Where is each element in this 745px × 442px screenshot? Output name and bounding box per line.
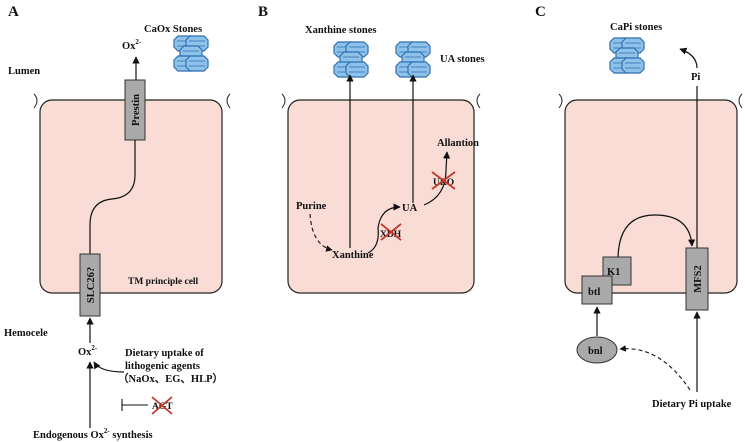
capi-stones-label: CaPi stones (610, 22, 662, 33)
panel-a: A Lumen Hemocele TM principle cell CaOx … (4, 4, 231, 441)
endogenous-synthesis-label: Endogenous Ox2- synthesis (33, 427, 153, 441)
k1-to-mfs2-arrow (617, 214, 696, 261)
btl-label: btl (588, 287, 600, 298)
tm-principle-cell-b (287, 99, 475, 294)
prestin-label: Prestin (131, 94, 142, 126)
transport-path-a (89, 140, 136, 254)
ua-stones-label: UA stones (440, 54, 485, 65)
mfs2-label: MFS2 (693, 265, 704, 292)
dietary-pi-label: Dietary Pi uptake (652, 399, 732, 410)
cell-a-label: TM principle cell (128, 277, 199, 287)
allantion-label: Allantion (437, 138, 479, 149)
xanthine-to-ua-arrow (367, 203, 401, 254)
btl-box[interactable] (581, 275, 613, 305)
agt-knockout-cross-icon (151, 396, 173, 415)
hemocele-label: Hemocele (4, 328, 48, 339)
ox-top-label: Ox2- (122, 38, 142, 52)
lumen-label: Lumen (8, 66, 40, 77)
panel-b-letter: B (258, 4, 268, 20)
dietary-uptake-line2: lithogenic agents (125, 361, 200, 372)
mfs2-box[interactable] (685, 247, 709, 311)
ox-bottom-label: Ox2- (78, 344, 98, 358)
cell-b-edge-right (476, 93, 481, 109)
bnl-node[interactable] (576, 336, 618, 364)
uro-knockout-cross-icon (431, 171, 456, 190)
uro-label: URO (433, 178, 454, 188)
dietary-uptake-arrow (93, 361, 125, 373)
ua-to-allantion-arrow (423, 151, 451, 206)
k1-label: K1 (607, 267, 620, 278)
panel-b: B Xanthine stones UA stones Allantion UR… (258, 4, 485, 294)
panel-c-letter: C (535, 4, 546, 20)
pi-label: Pi (691, 72, 700, 83)
xdh-label: XDH (380, 230, 402, 240)
ua-stones-icon (396, 42, 430, 77)
caox-stones-icon (174, 36, 208, 71)
panel-a-letter: A (8, 4, 19, 20)
xanthine-stones-label: Xanthine stones (305, 25, 376, 36)
cell-c-edge-left (558, 93, 563, 109)
capi-stones-icon (610, 38, 644, 73)
tm-principle-cell-c (564, 99, 738, 294)
cell-b-edge-left (281, 93, 286, 109)
caox-stones-label: CaOx Stones (144, 24, 202, 35)
cell-a-edge-right (226, 93, 231, 109)
bnl-label: bnl (588, 346, 603, 357)
xdh-knockout-cross-icon (380, 223, 402, 241)
purine-label: Purine (296, 201, 327, 212)
slc26-box[interactable] (79, 253, 101, 317)
xanthine-label: Xanthine (332, 250, 374, 261)
dietary-uptake-line3: （NaOx、EG、HLP） (118, 372, 223, 385)
cell-c-edge-right (738, 93, 743, 109)
cell-a-edge-left (33, 93, 38, 109)
pi-to-stones-arrow (679, 47, 698, 69)
xanthine-stones-icon (334, 42, 368, 77)
dietary-uptake-line1: Dietary uptake of (125, 348, 204, 359)
dietary-pi-to-bnl-arrow (619, 345, 691, 391)
ua-label: UA (402, 203, 418, 214)
panel-c: C CaPi stones Pi K1 btl MFS2 bnl Dietary… (535, 4, 743, 410)
slc26-label: SLC26? (86, 267, 97, 303)
